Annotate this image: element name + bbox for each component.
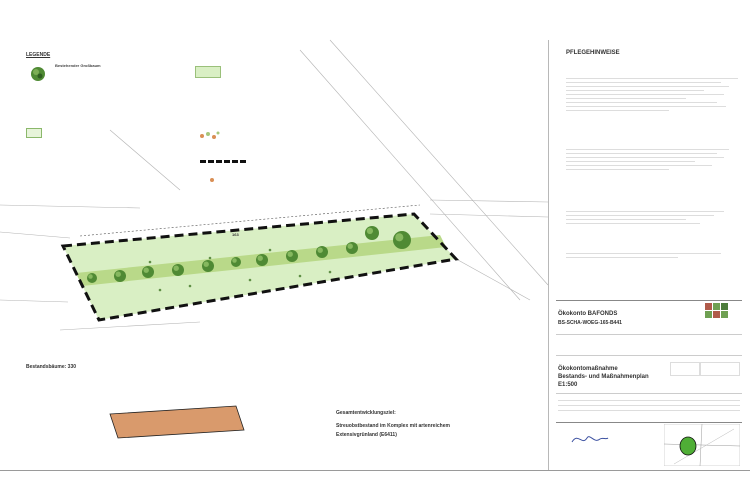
small-tree-mark [148,260,152,264]
plan-meta-cell [700,362,740,376]
title-block-top-rule [556,300,742,301]
small-tree-mark [158,288,162,292]
title-block-rule-1 [556,334,742,335]
light-green-area-icon [195,66,221,78]
care-title: PFLEGEHINWEISE [566,50,620,56]
tree-highlight [203,261,209,267]
tree-highlight [232,258,237,263]
bestand-heading: Bestandsbäume: 330 [26,364,77,370]
title-block-rule-4 [556,422,742,423]
legend-item-label: Bestehender Großbaum [55,63,101,68]
hedge-area-icon [26,128,42,138]
panel-divider [548,40,549,470]
plan-title-3: E1:500 [558,382,578,388]
tree-highlight [257,255,263,261]
frame-bottom-line [0,470,750,471]
meadow-area [63,214,456,320]
small-tree-mark [268,248,272,252]
small-tree-mark [208,256,212,260]
small-tree-mark [328,270,332,274]
plan-meta-cell [670,362,700,376]
revision-table [558,396,740,415]
care-filler-2 [566,146,738,173]
company-logo [702,303,730,329]
tree-highlight [88,274,93,279]
orange-marker-icon [200,131,220,139]
small-tree-mark [188,284,192,288]
tree-highlight [287,251,293,257]
tree-highlight [395,233,404,242]
project-name: Ökokonto BAFONDS [558,311,618,317]
orange-lawn-area [109,405,245,439]
care-filler-4 [566,250,738,261]
goal-line2: Extensivgrünland (E6411) [336,432,397,438]
care-filler-3 [566,208,738,227]
care-filler-1 [566,75,738,114]
plan-title-2: Bestands- und Maßnahmenplan [558,374,649,380]
project-code: BS-SCHA-WOEG-165-B441 [558,320,622,326]
point-marker-icon [210,178,214,182]
tree-icon [31,67,45,81]
goal-title: Gesamtentwicklungsziel: [336,410,396,416]
tree-highlight [115,271,121,277]
site-dimension: 163 [232,232,239,237]
tree-highlight [317,247,323,253]
small-tree-mark [248,278,252,282]
tree-highlight [173,265,179,271]
site-boundary [60,212,459,322]
site-plan [0,39,548,331]
plan-title-1: Ökokontomaßnahme [558,366,618,372]
dashed-boundary-icon [200,160,246,163]
goal-line1: Streuobstbestand im Komplex mit artenrei… [336,423,450,429]
tree-highlight [366,227,374,235]
title-block-rule-3 [556,393,742,394]
tree-highlight [347,243,353,249]
location-map [664,424,740,466]
signature [571,436,609,443]
title-block-rule-2 [556,355,742,356]
tree-highlight [143,267,149,273]
small-tree-mark [298,274,302,278]
legend-title: LEGENDE [26,52,51,58]
